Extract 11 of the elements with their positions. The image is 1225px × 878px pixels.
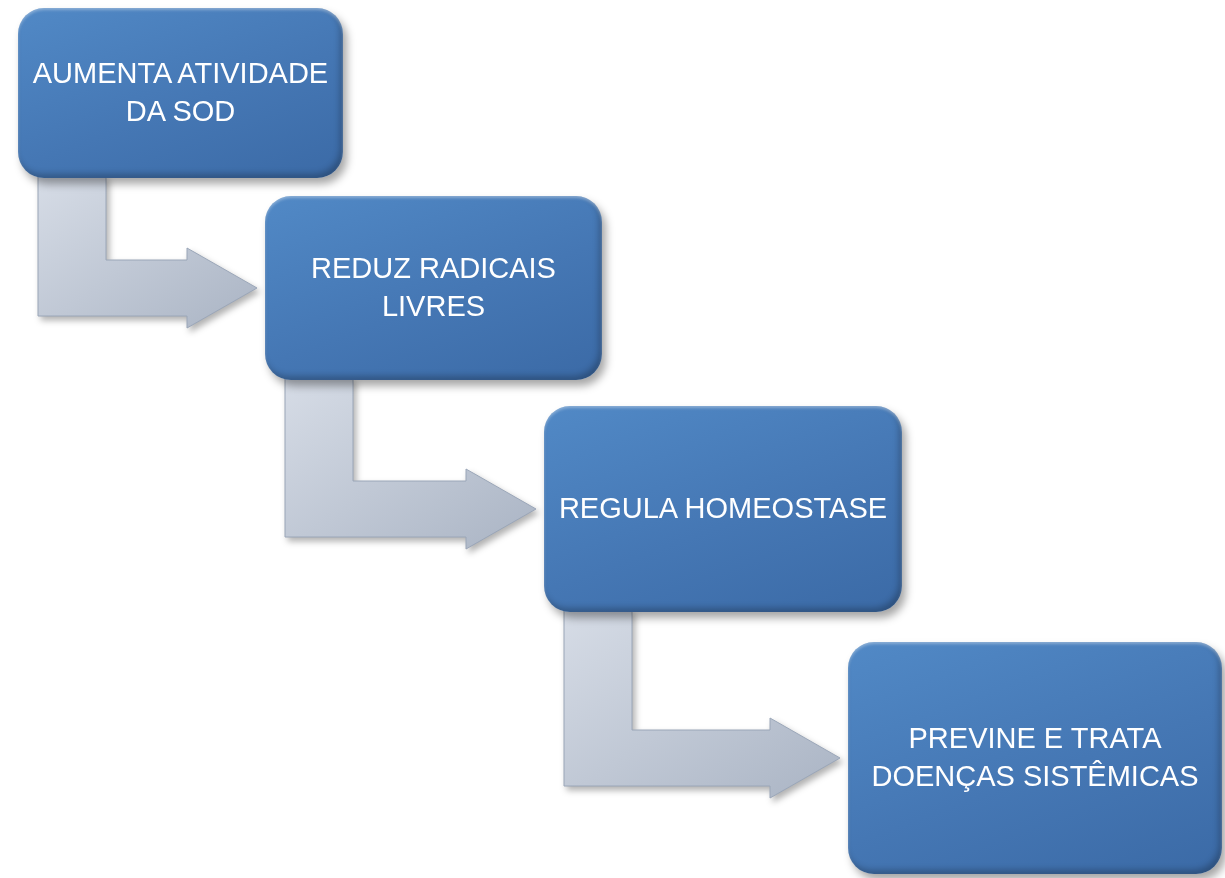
process-box (848, 642, 1222, 874)
bent-arrow (284, 377, 537, 550)
step-text: REDUZ RADICAIS LIVRES (310, 251, 557, 324)
process-box (265, 196, 602, 380)
step-text: REGULA HOMEOSTASE (558, 491, 888, 527)
process-box (18, 8, 343, 178)
process-box (544, 406, 902, 612)
bent-arrow (563, 609, 841, 799)
step-text: PREVINE E TRATA DOENÇAS SISTÊMICAS (870, 721, 1200, 794)
step-text: AUMENTA ATIVIDADE DA SOD (32, 56, 329, 129)
bent-arrow (37, 175, 258, 329)
